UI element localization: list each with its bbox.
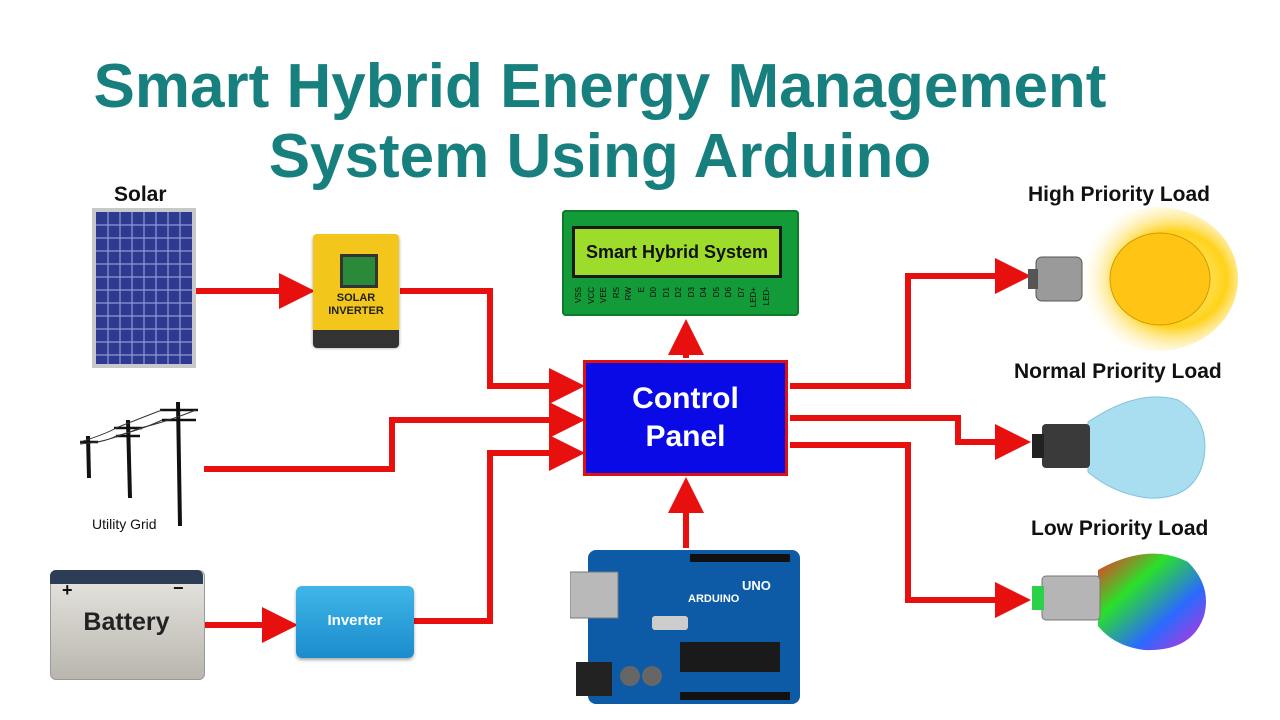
- solar-panel-icon: [92, 208, 196, 368]
- battery-label: Battery: [83, 608, 170, 636]
- utility-grid-label: Utility Grid: [92, 516, 157, 532]
- battery-inverter-label: Inverter: [327, 612, 383, 629]
- control-panel-line1: Control: [632, 382, 739, 415]
- lcd-pin-label: LED-: [761, 287, 771, 306]
- utility-pole-icon: [79, 401, 198, 527]
- lcd-pin-label: D2: [674, 287, 683, 298]
- lcd-pin-label: VSS: [574, 287, 583, 304]
- lcd-pin-label: D7: [736, 287, 746, 298]
- low-priority-bulb-icon: [1032, 553, 1206, 651]
- lcd-pin-label: D0: [649, 287, 658, 298]
- lcd-pin-label: D3: [686, 287, 696, 298]
- title-line-1: Smart Hybrid Energy Management: [93, 52, 1107, 121]
- lcd-pin-label: RS: [611, 287, 621, 299]
- battery-terminal-strip: [50, 570, 203, 584]
- high-priority-load-label: High Priority Load: [1028, 183, 1211, 206]
- battery-plus-sign: +: [62, 580, 73, 600]
- arduino-brand-text: ARDUINO: [688, 593, 740, 605]
- solar-inverter-label-line1: SOLAR: [336, 292, 376, 304]
- high-priority-bulb-icon: [1028, 207, 1238, 351]
- normal-priority-bulb-icon: [1032, 396, 1206, 499]
- lcd-pin-label: VCC: [586, 287, 596, 304]
- arduino-model-text: UNO: [742, 578, 771, 593]
- arrow-solar-inverter-to-panel: [400, 288, 585, 404]
- solar-label: Solar: [114, 183, 167, 206]
- arrow-panel-to-high-load: [790, 258, 1031, 389]
- lcd-pin-label: LED+: [749, 287, 758, 308]
- arrow-panel-to-normal-load: [790, 415, 1031, 460]
- arrow-inverter-to-panel: [414, 435, 585, 624]
- solar-inverter-icon: [313, 234, 399, 346]
- solar-inverter-base: [313, 330, 399, 348]
- lcd-pin-label: VEE: [599, 287, 608, 304]
- lcd-pin-label: RW: [624, 287, 633, 301]
- lcd-pin-label: D5: [711, 287, 721, 298]
- normal-priority-load-label: Normal Priority Load: [1014, 360, 1222, 383]
- arrow-panel-to-low-load: [790, 442, 1031, 618]
- solar-inverter-label-line2: INVERTER: [328, 305, 384, 317]
- battery-icon: [50, 570, 205, 680]
- battery-minus-sign: −: [173, 578, 184, 598]
- lcd-pin-label: D6: [724, 287, 733, 298]
- lcd-pin-label: D1: [661, 287, 671, 298]
- lcd-pin-label: E: [636, 287, 646, 293]
- control-panel-line2: Panel: [645, 420, 726, 453]
- lcd-screen: Smart Hybrid System: [572, 226, 782, 278]
- low-priority-load-label: Low Priority Load: [1031, 517, 1209, 540]
- control-panel: Control Panel: [583, 360, 788, 476]
- solar-inverter-label: SOLAR INVERTER: [313, 292, 399, 318]
- battery-inverter-icon: [296, 586, 414, 658]
- arrow-grid-to-panel: [204, 402, 585, 472]
- lcd-pin-label: D4: [699, 287, 708, 298]
- arduino-board-icon: ARDUINO UNO: [570, 550, 800, 704]
- title-line-2: System Using Arduino: [268, 122, 932, 191]
